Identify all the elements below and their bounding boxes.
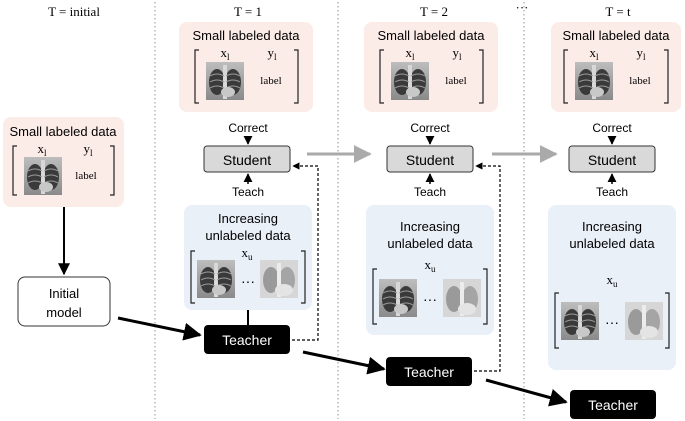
unlabeled-data-box-t: Increasing unlabeled data xu ··· bbox=[548, 205, 676, 370]
column-separators bbox=[154, 2, 525, 419]
xray-image bbox=[260, 260, 298, 298]
labeled-data-title: Small labeled data bbox=[193, 28, 301, 43]
teacher-label: Teacher bbox=[588, 397, 638, 413]
student-box-2: Student bbox=[386, 145, 474, 173]
teacher-label: Teacher bbox=[222, 332, 272, 348]
labeled-data-title: Small labeled data bbox=[563, 28, 671, 43]
labeled-data-box-1: Small labeled data xl yl label bbox=[179, 22, 313, 112]
label-text: label bbox=[75, 170, 96, 182]
x-u-label: xu bbox=[607, 272, 619, 289]
dots: ··· bbox=[241, 273, 255, 289]
time-label-2: T = 2 bbox=[420, 4, 448, 19]
teach-label-1: Teach bbox=[232, 185, 264, 199]
x-l-label: xl bbox=[405, 45, 415, 62]
teach-label-t: Teach bbox=[596, 185, 628, 199]
xray-image bbox=[378, 278, 418, 318]
student-label: Student bbox=[406, 152, 454, 168]
label-text: label bbox=[260, 75, 281, 87]
unlabeled-title-line1: Increasing bbox=[400, 219, 460, 234]
y-l-label: yl bbox=[452, 45, 462, 62]
y-l-label: yl bbox=[83, 141, 93, 158]
teach-label-2: Teach bbox=[414, 185, 446, 199]
unlabeled-title-line1: Increasing bbox=[218, 211, 278, 226]
x-u-label: xu bbox=[242, 245, 254, 262]
x-l-label: xl bbox=[37, 141, 47, 158]
xray-image bbox=[574, 61, 614, 101]
x-u-label: xu bbox=[425, 257, 437, 274]
xray-image bbox=[205, 61, 245, 101]
time-label-initial: T = initial bbox=[48, 4, 100, 19]
teacher-box-2: Teacher bbox=[386, 357, 472, 386]
correct-label-t: Correct bbox=[592, 121, 632, 135]
student-box-1: Student bbox=[203, 145, 291, 173]
initial-model-line2: model bbox=[46, 305, 82, 320]
dots: ··· bbox=[423, 291, 437, 307]
initial-model-box: Initial model bbox=[17, 276, 111, 327]
labeled-data-box-t: Small labeled data xl yl label bbox=[551, 22, 681, 112]
student-label: Student bbox=[588, 152, 636, 168]
labeled-data-title: Small labeled data bbox=[10, 124, 118, 139]
time-label-t: T = t bbox=[605, 4, 631, 19]
y-l-label: yl bbox=[267, 45, 277, 62]
label-text: label bbox=[445, 75, 466, 87]
unlabeled-data-box-1: Increasing unlabeled data xu ··· bbox=[184, 205, 312, 310]
x-l-label: xl bbox=[220, 45, 230, 62]
unlabeled-title-line2: unlabeled data bbox=[569, 236, 655, 251]
xray-image bbox=[23, 156, 63, 196]
unlabeled-title-line1: Increasing bbox=[582, 219, 642, 234]
xray-image bbox=[560, 301, 600, 341]
time-label-ellipsis: ··· bbox=[516, 0, 529, 15]
teacher-label: Teacher bbox=[404, 364, 454, 380]
x-l-label: xl bbox=[589, 45, 599, 62]
unlabeled-data-box-2: Increasing unlabeled data xu ··· bbox=[366, 205, 494, 335]
feedback-dashed-2 bbox=[474, 162, 501, 372]
time-label-1: T = 1 bbox=[234, 4, 262, 19]
arrow-teacher-2-to-t bbox=[485, 378, 568, 407]
unlabeled-title-line2: unlabeled data bbox=[205, 228, 291, 243]
xray-image bbox=[196, 259, 236, 299]
correct-label-1: Correct bbox=[228, 121, 268, 135]
teacher-box-1: Teacher bbox=[204, 325, 290, 354]
label-text: label bbox=[629, 75, 650, 87]
xray-image bbox=[625, 302, 663, 340]
labeled-data-box-2: Small labeled data xl yl label bbox=[364, 22, 498, 112]
arrow-teacher-1-to-2 bbox=[302, 350, 386, 375]
initial-model-line1: Initial bbox=[49, 286, 79, 301]
student-label: Student bbox=[223, 152, 271, 168]
xray-image bbox=[443, 279, 481, 317]
feedback-dashed-1 bbox=[292, 162, 319, 341]
labeled-data-box-initial: Small labeled data xl yl label bbox=[3, 117, 124, 207]
unlabeled-title-line2: unlabeled data bbox=[387, 236, 473, 251]
labeled-data-title: Small labeled data bbox=[378, 28, 486, 43]
arrow-initial-to-teacher-1 bbox=[117, 316, 202, 341]
dots: ··· bbox=[605, 314, 619, 330]
student-box-t: Student bbox=[568, 145, 656, 173]
teacher-box-t: Teacher bbox=[570, 390, 656, 419]
y-l-label: yl bbox=[636, 45, 646, 62]
correct-label-2: Correct bbox=[410, 121, 450, 135]
xray-image bbox=[390, 61, 430, 101]
